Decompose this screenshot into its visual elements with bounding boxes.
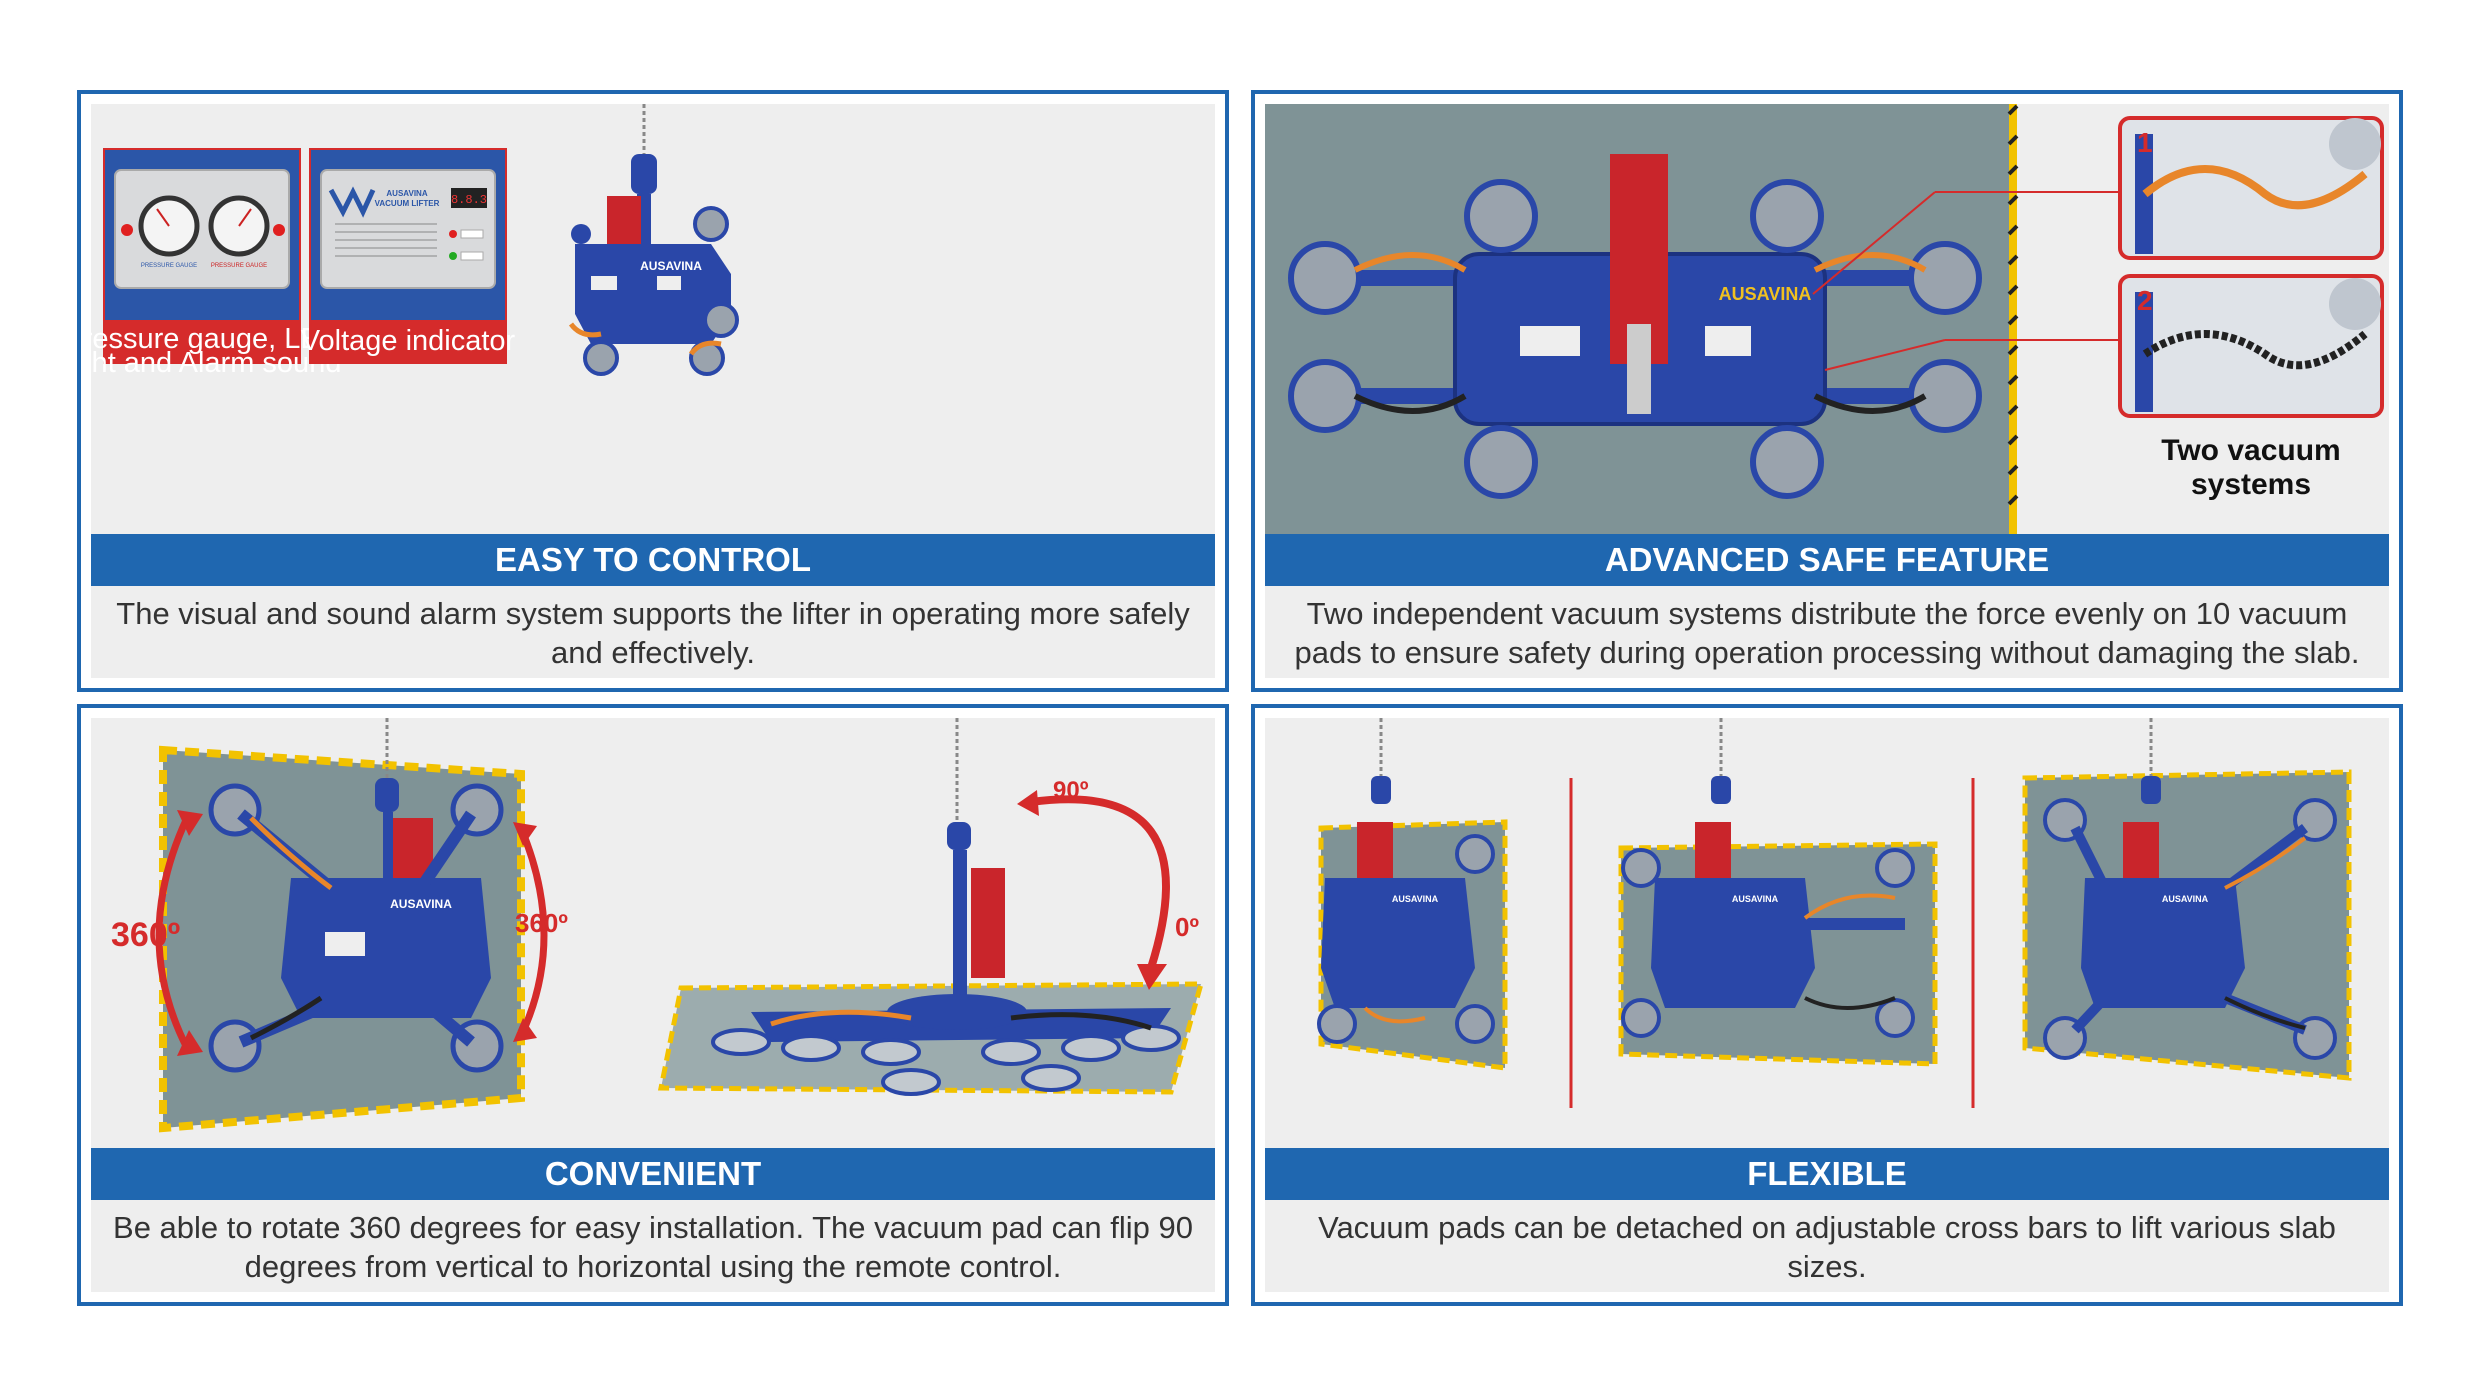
- panel-title-easy-to-control: EASY TO CONTROL: [91, 534, 1215, 586]
- plate-brand: AUSAVINA: [386, 189, 427, 198]
- panel-flexible: AUSAVINA AUSAVINA: [1251, 704, 2403, 1306]
- panel-inner: AUSAVINA AUSAVINA: [1265, 718, 2389, 1292]
- flip-label-top: 90º: [1053, 777, 1089, 804]
- machine-brand-vertical: AUSAVINA: [390, 897, 452, 911]
- voltage-caption: Voltage indicator: [301, 325, 516, 357]
- panel-easy-to-control: PRESSURE GAUGE PRESSURE GAUGE Pressure g…: [77, 90, 1229, 692]
- vacuum-pad-8: [1750, 425, 1824, 499]
- two-vacuum-systems-line2: systems: [2191, 468, 2311, 501]
- panel-description-convenient: Be able to rotate 360 degrees for easy i…: [113, 1210, 1193, 1284]
- flip-arrow-icon: [1030, 795, 1170, 970]
- slab-large: AUSAVINA: [2022, 718, 2352, 1081]
- panel-inner: AUSAVINA 360º 360º: [91, 718, 1215, 1292]
- detail-box-2: 2: [2118, 274, 2384, 418]
- vacuum-pad-7: [1464, 425, 1538, 499]
- flexible-illustration: AUSAVINA AUSAVINA: [1317, 718, 2352, 1108]
- panel-description-flexible: Vacuum pads can be detached on adjustabl…: [1318, 1210, 2336, 1284]
- panel-inner: PRESSURE GAUGE PRESSURE GAUGE Pressure g…: [91, 104, 1215, 678]
- horizontal-slab-lifter: [657, 718, 1205, 1096]
- pressure-gauge-card: PRESSURE GAUGE PRESSURE GAUGE Pressure g…: [91, 148, 341, 379]
- gauge-1-label: PRESSURE GAUGE: [141, 263, 197, 269]
- convenient-illustration: AUSAVINA 360º 360º: [111, 718, 1205, 1133]
- vacuum-pad-6: [1750, 179, 1824, 253]
- voltage-indicator-card: AUSAVINA VACUUM LIFTER 8.8.3 Voltage ind…: [301, 148, 516, 364]
- gauge-caption-line2: light and Alarm sound: [91, 347, 341, 379]
- plate-product: VACUUM LIFTER: [375, 199, 440, 208]
- machine-brand: AUSAVINA: [640, 259, 702, 273]
- vacuum-pad-4: [1908, 359, 1982, 433]
- callout-number-2: 2: [2137, 285, 2153, 316]
- vertical-slab-lifter: AUSAVINA: [159, 718, 525, 1133]
- easy-to-control-illustration: PRESSURE GAUGE PRESSURE GAUGE Pressure g…: [91, 104, 739, 379]
- led-left-icon: [121, 224, 133, 236]
- slab-medium: AUSAVINA: [1618, 718, 1938, 1067]
- machine-brand-small: AUSAVINA: [1392, 894, 1439, 904]
- vacuum-lifter-topview: AUSAVINA: [1288, 154, 1982, 499]
- machine-brand-large: AUSAVINA: [2162, 894, 2209, 904]
- two-vacuum-systems-line1: Two vacuum: [2161, 434, 2340, 467]
- callout-number-1: 1: [2137, 127, 2153, 158]
- vacuum-pad-3: [1908, 241, 1982, 315]
- panel-title-convenient: CONVENIENT: [91, 1148, 1215, 1200]
- panel-description-advanced-safe-feature: Two independent vacuum systems distribut…: [1294, 596, 2360, 670]
- led-right-icon: [273, 224, 285, 236]
- vacuum-lifter-machine: AUSAVINA: [568, 104, 739, 376]
- panel-inner: AUSAVINA: [1265, 104, 2389, 678]
- flip-label-bottom: 0º: [1175, 912, 1199, 942]
- slab-small: AUSAVINA: [1317, 718, 1508, 1071]
- plate-spec-lines: [335, 223, 437, 257]
- machine-brand-topview: AUSAVINA: [1719, 284, 1812, 304]
- panel-convenient: AUSAVINA 360º 360º: [77, 704, 1229, 1306]
- machine-brand-medium: AUSAVINA: [1732, 894, 1779, 904]
- voltage-display: 8.8.3: [451, 193, 487, 207]
- panel-title-flexible: FLEXIBLE: [1265, 1148, 2389, 1200]
- vacuum-pad-2: [1288, 359, 1362, 433]
- rotate-arrow-left-icon: [155, 816, 191, 1050]
- vacuum-pad-1: [1288, 241, 1362, 315]
- rotate-label-left: 360º: [111, 916, 180, 954]
- panel-description-easy-to-control: The visual and sound alarm system suppor…: [116, 596, 1190, 670]
- gauge-caption-line1: Pressure gauge, LED: [91, 323, 341, 355]
- detail-box-1: 1: [2118, 116, 2384, 260]
- rotate-label-right: 360º: [515, 908, 568, 938]
- rotate-arrow-right-icon: [517, 826, 548, 1038]
- ausavina-logo-icon: [328, 186, 376, 218]
- vacuum-pad-5: [1464, 179, 1538, 253]
- gauge-2-label: PRESSURE GAUGE: [211, 263, 267, 269]
- panel-advanced-safe-feature: AUSAVINA: [1251, 90, 2403, 692]
- advanced-safe-feature-illustration: AUSAVINA: [1265, 104, 2384, 534]
- panel-title-advanced-safe-feature: ADVANCED SAFE FEATURE: [1265, 534, 2389, 586]
